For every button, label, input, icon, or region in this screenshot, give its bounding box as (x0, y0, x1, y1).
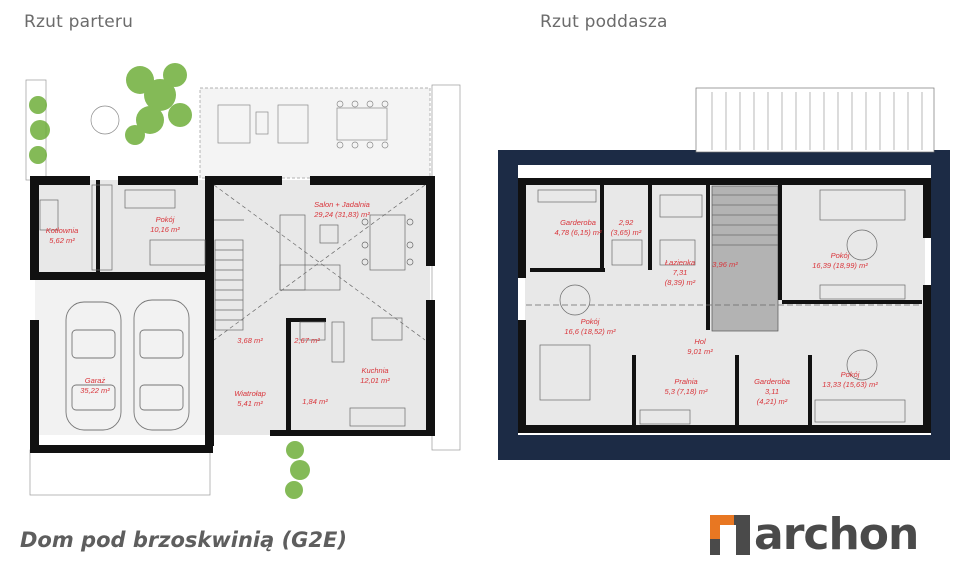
ground-floor-heading: Rzut parteru (24, 12, 134, 32)
archon-logo-mark-icon (710, 515, 750, 555)
room-area: 16,6 (18,52) m² (564, 327, 616, 336)
archon-logo-text: archon (754, 509, 919, 560)
room-area: 2,67 m² (293, 336, 320, 345)
room-area: 5,3 (7,18) m² (665, 387, 708, 396)
room-area: 3,11 (765, 387, 779, 396)
ground-room-labels: Kotłownia 5,62 m² Pokój 10,16 m² Salon +… (46, 200, 391, 408)
room-area: (4,21) m² (757, 397, 788, 406)
room-area: 1,84 m² (302, 397, 328, 406)
room-label: Pralnia (674, 377, 697, 386)
room-label: Kuchnia (361, 366, 388, 375)
room-label: Pokój (581, 317, 600, 326)
attic-room-labels: Garderoba 4,78 (6,15) m² 2,92 (3,65) m² … (554, 218, 878, 406)
room-label: Pokój (841, 370, 860, 379)
archon-logo: archon (710, 509, 919, 560)
attic-floor-heading: Rzut poddasza (540, 12, 668, 32)
room-area: 29,24 (31,83) m² (313, 210, 370, 219)
room-label: Pokój (156, 215, 175, 224)
room-label: Garderoba (560, 218, 596, 227)
ground-floor-plan: Kotłownia 5,62 m² Pokój 10,16 m² Salon +… (25, 63, 461, 499)
room-label: Hol (694, 337, 706, 346)
room-area: 35,22 m² (80, 386, 110, 395)
room-label: Garaż (85, 376, 106, 385)
room-area: 10,16 m² (150, 225, 180, 234)
room-area: (8,39) m² (665, 278, 696, 287)
room-area: 7,31 (673, 268, 688, 277)
attic-floor-plan: Garderoba 4,78 (6,15) m² 2,92 (3,65) m² … (498, 87, 950, 460)
room-label: Łazienka (665, 258, 695, 267)
room-area: 9,01 m² (687, 347, 713, 356)
room-label: Pokój (831, 251, 850, 260)
room-area: 13,33 (15,63) m² (822, 380, 878, 389)
room-area: 4,78 (6,15) m² (554, 228, 602, 237)
room-area: 5,41 m² (237, 399, 263, 408)
room-label: Wiatrołap (234, 389, 266, 398)
room-area: 16,39 (18,99) m² (812, 261, 868, 270)
room-area: 3,96 m² (712, 260, 738, 269)
room-label: Garderoba (754, 377, 790, 386)
project-caption: Dom pod brzoskwinią (G2E) (20, 528, 347, 552)
room-area: (3,65) m² (611, 228, 642, 237)
room-area: 5,62 m² (49, 236, 75, 245)
room-label: Salon + Jadalnia (314, 200, 370, 209)
room-label: 2,92 (618, 218, 634, 227)
floor-plans: Kotłownia 5,62 m² Pokój 10,16 m² Salon +… (25, 63, 950, 499)
room-area: 12,01 m² (360, 376, 390, 385)
room-area: 3,68 m² (237, 336, 263, 345)
room-label: Kotłownia (46, 226, 79, 235)
